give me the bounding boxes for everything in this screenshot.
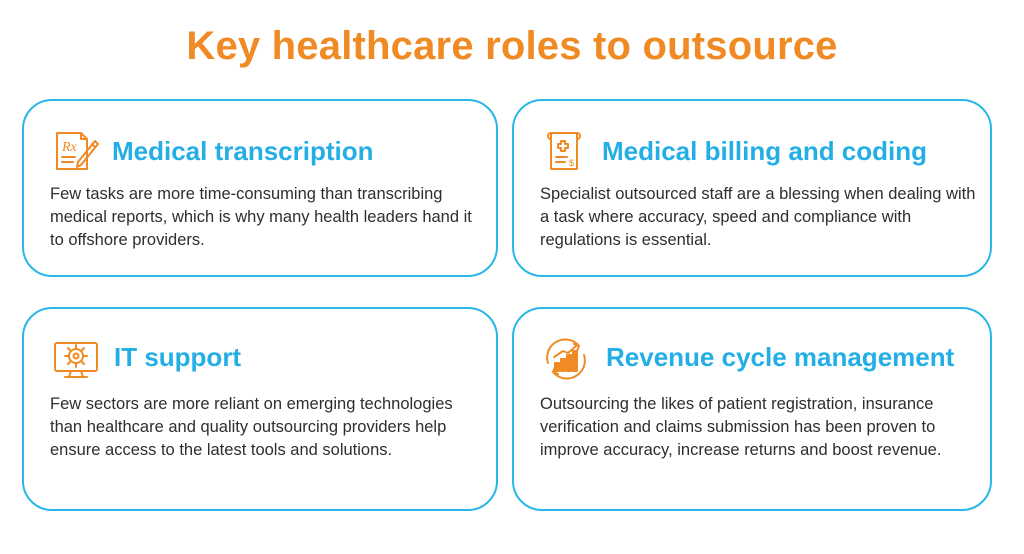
card-heading: Medical billing and coding (602, 136, 928, 166)
card-medical-billing: $ Medical billing and coding Specialist … (512, 99, 992, 277)
card-heading: IT support (114, 342, 242, 372)
revenue-growth-icon (541, 337, 591, 381)
card-it-support: IT support Few sectors are more reliant … (22, 307, 498, 511)
card-text: Few tasks are more time-consuming than t… (50, 185, 472, 249)
monitor-gear-icon (51, 337, 101, 381)
prescription-pen-icon: Rx (51, 129, 101, 173)
card-text: Specialist outsourced staff are a blessi… (540, 185, 976, 249)
page-title: Key healthcare roles to outsource (186, 24, 838, 68)
card-text: Few sectors are more reliant on emerging… (50, 395, 453, 459)
svg-text:Rx: Rx (61, 140, 78, 155)
svg-text:$: $ (569, 158, 574, 168)
medical-bill-icon: $ (541, 129, 591, 173)
card-revenue-cycle: Revenue cycle management Outsourcing the… (512, 307, 992, 511)
card-text: Outsourcing the likes of patient registr… (540, 395, 942, 459)
card-heading: Medical transcription (112, 136, 374, 166)
card-medical-transcription: Rx Medical transcription Few tasks are m… (22, 99, 498, 277)
card-heading: Revenue cycle management (606, 342, 955, 372)
